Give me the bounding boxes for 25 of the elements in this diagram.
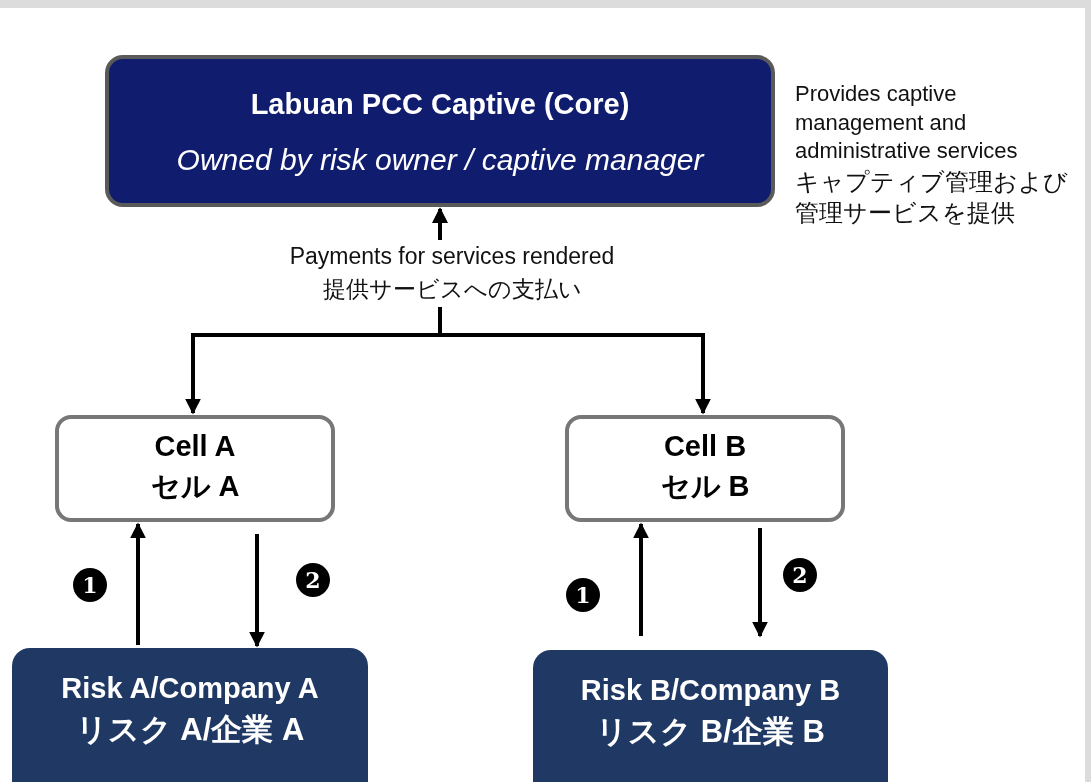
box-title-japanese: リスク A/企業 A xyxy=(75,711,305,749)
arrow xyxy=(633,522,649,636)
box-title-japanese: セル A xyxy=(150,469,240,504)
arrow xyxy=(752,528,768,638)
box-title: Cell B xyxy=(663,430,747,463)
core-box xyxy=(105,55,775,207)
box-title: Labuan PCC Captive (Core) xyxy=(250,87,630,121)
step-number: 1 xyxy=(73,568,107,602)
cell-box xyxy=(55,415,335,522)
company-box xyxy=(533,650,888,782)
box-title: Risk A/Company A xyxy=(61,672,319,705)
side-note: キャプティブ管理および管理サービスを提供 xyxy=(795,166,1069,228)
side-note: Provides captive management and administrative services xyxy=(795,80,1019,166)
cell-box xyxy=(565,415,845,522)
arrow xyxy=(130,522,146,645)
box-title-japanese: リスク B/企業 B xyxy=(596,713,825,751)
step-number: 1 xyxy=(566,578,600,612)
box-title: Cell A xyxy=(154,430,236,463)
step-number: 2 xyxy=(296,563,330,597)
step-number: 2 xyxy=(783,558,817,592)
company-box xyxy=(12,648,368,782)
arrow xyxy=(249,534,265,648)
box-title: Risk B/Company B xyxy=(580,674,841,707)
box-title-japanese: セル B xyxy=(660,469,750,504)
box-subtitle: Owned by risk owner / captive manager xyxy=(176,142,704,177)
